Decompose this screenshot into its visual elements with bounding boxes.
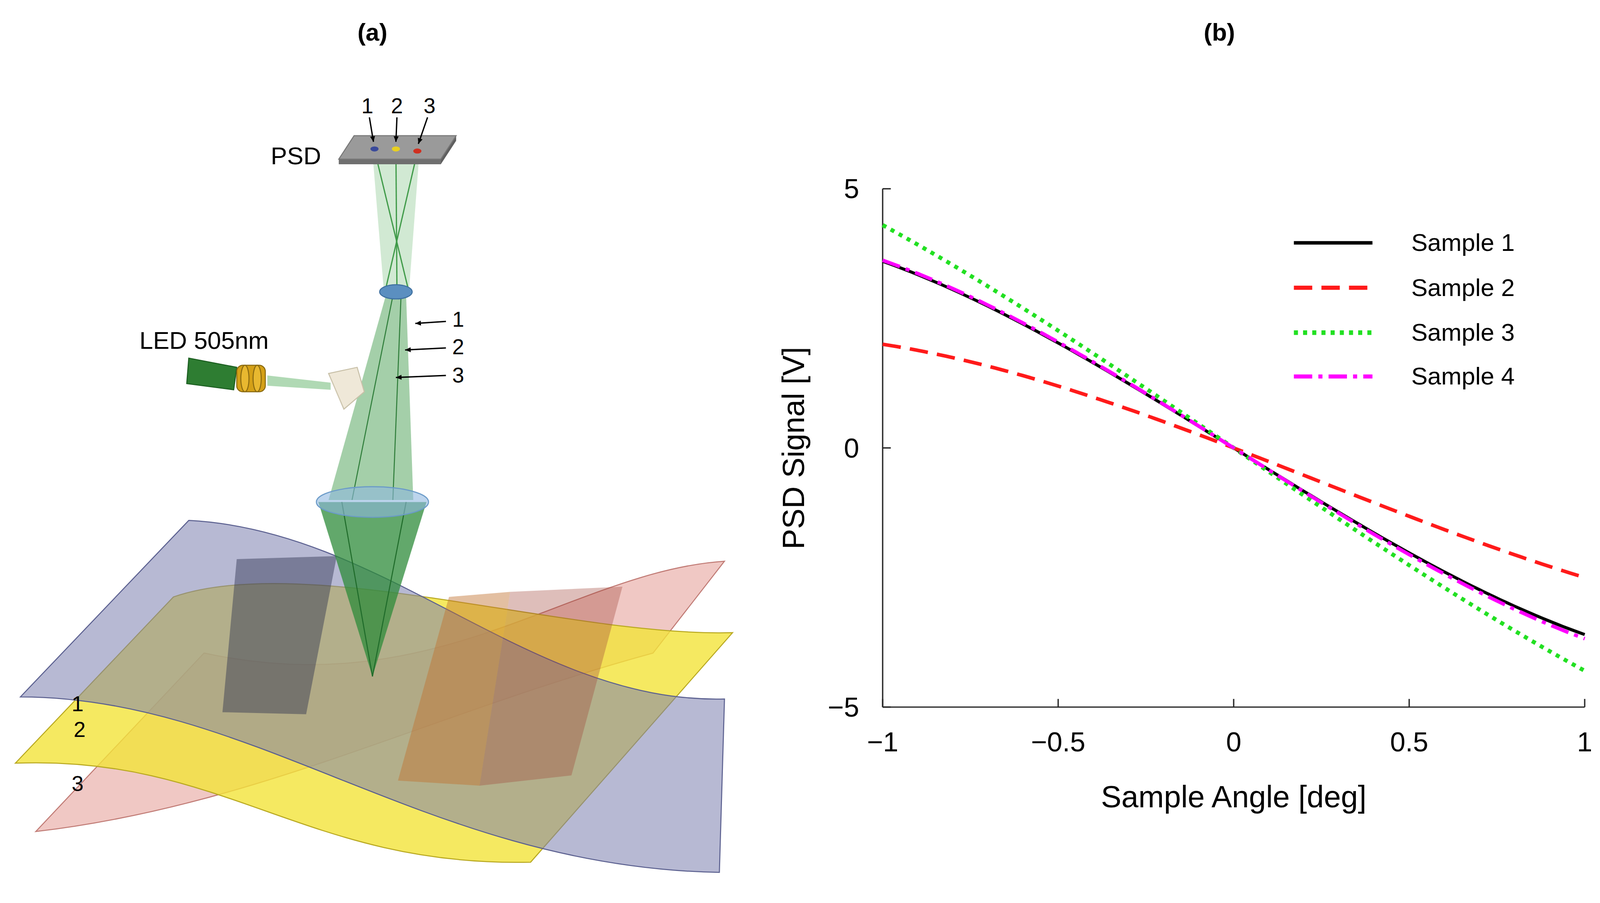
leader-arrow-head [405, 346, 412, 352]
x-tick [1584, 698, 1586, 708]
led-body [186, 358, 237, 390]
objective-lens [316, 486, 429, 518]
legend-sample [1294, 285, 1373, 290]
callout-number: 2 [452, 334, 464, 360]
legend-sample [1294, 330, 1373, 335]
led-holder [236, 365, 266, 392]
callout-number: 3 [452, 363, 464, 389]
callout-number: 2 [391, 93, 403, 119]
leader-arrow-head [369, 135, 375, 142]
beam-cone [318, 501, 427, 677]
tube-lens [379, 284, 412, 300]
leader-arrow-head [415, 320, 421, 326]
y-tick [882, 447, 891, 449]
callout-number: 2 [73, 717, 86, 743]
x-tick [1408, 698, 1411, 708]
callout-number: 1 [452, 307, 464, 333]
tick-label: 0 [1225, 726, 1242, 758]
x-tick [1057, 698, 1059, 708]
tick-label: 0 [843, 432, 860, 464]
legend-sample [1294, 374, 1373, 379]
leader-arrow-head [417, 137, 423, 144]
psd-spot [391, 146, 400, 152]
tick-label: 5 [843, 172, 860, 205]
leader-arrow [395, 375, 446, 378]
tick-label: −1 [866, 726, 899, 758]
callout-number: 1 [361, 93, 374, 119]
beam-ray [351, 295, 393, 500]
legend-label: Sample 2 [1411, 273, 1515, 302]
x-tick [882, 698, 884, 708]
tick-label: 0.5 [1390, 726, 1429, 758]
beam-ray [374, 149, 409, 289]
data-curve [882, 225, 1585, 671]
leader-arrow-head [395, 374, 402, 380]
beam-ray [393, 295, 402, 500]
legend-sample [1294, 240, 1373, 245]
y-tick [882, 188, 891, 190]
y-tick [882, 706, 891, 708]
psd-plate [338, 135, 457, 160]
legend-label: Sample 3 [1411, 318, 1515, 347]
led-holder-ring [253, 365, 262, 392]
panel-label: (b) [1203, 18, 1235, 47]
axis-title: Sample Angle [deg] [1100, 779, 1367, 815]
leader-arrow [405, 347, 446, 351]
data-curve [882, 344, 1585, 578]
beam-ray [385, 152, 418, 289]
sheet-band-dark [222, 555, 337, 714]
data-curve [882, 260, 1585, 639]
prism [328, 367, 365, 410]
beam-ray [342, 501, 373, 677]
psd-spot [370, 146, 379, 152]
tick-label: 1 [1576, 726, 1593, 758]
legend-label: Sample 4 [1411, 362, 1515, 391]
callout-number: 1 [71, 691, 84, 717]
beam-ray [395, 149, 397, 289]
tick-label: −5 [827, 691, 860, 723]
axis-title: PSD Signal [V] [776, 346, 812, 550]
callout-number: 3 [71, 771, 84, 797]
x-tick [1233, 698, 1235, 708]
psd-edge [338, 159, 441, 165]
led-holder-ring [240, 365, 250, 392]
prism-face [328, 373, 344, 410]
sheet-band-red [479, 586, 623, 786]
beam-ray [372, 501, 407, 677]
part-label: PSD [270, 142, 322, 171]
callout-number: 3 [423, 93, 436, 119]
tick-label: −0.5 [1031, 726, 1086, 758]
led-beam [267, 375, 331, 390]
part-label: LED 505nm [139, 326, 269, 355]
beam-up [328, 295, 414, 500]
leader-arrow-head [393, 136, 399, 143]
panel-label: (a) [357, 18, 388, 47]
legend-label: Sample 1 [1411, 228, 1515, 257]
psd-spot [413, 148, 422, 154]
